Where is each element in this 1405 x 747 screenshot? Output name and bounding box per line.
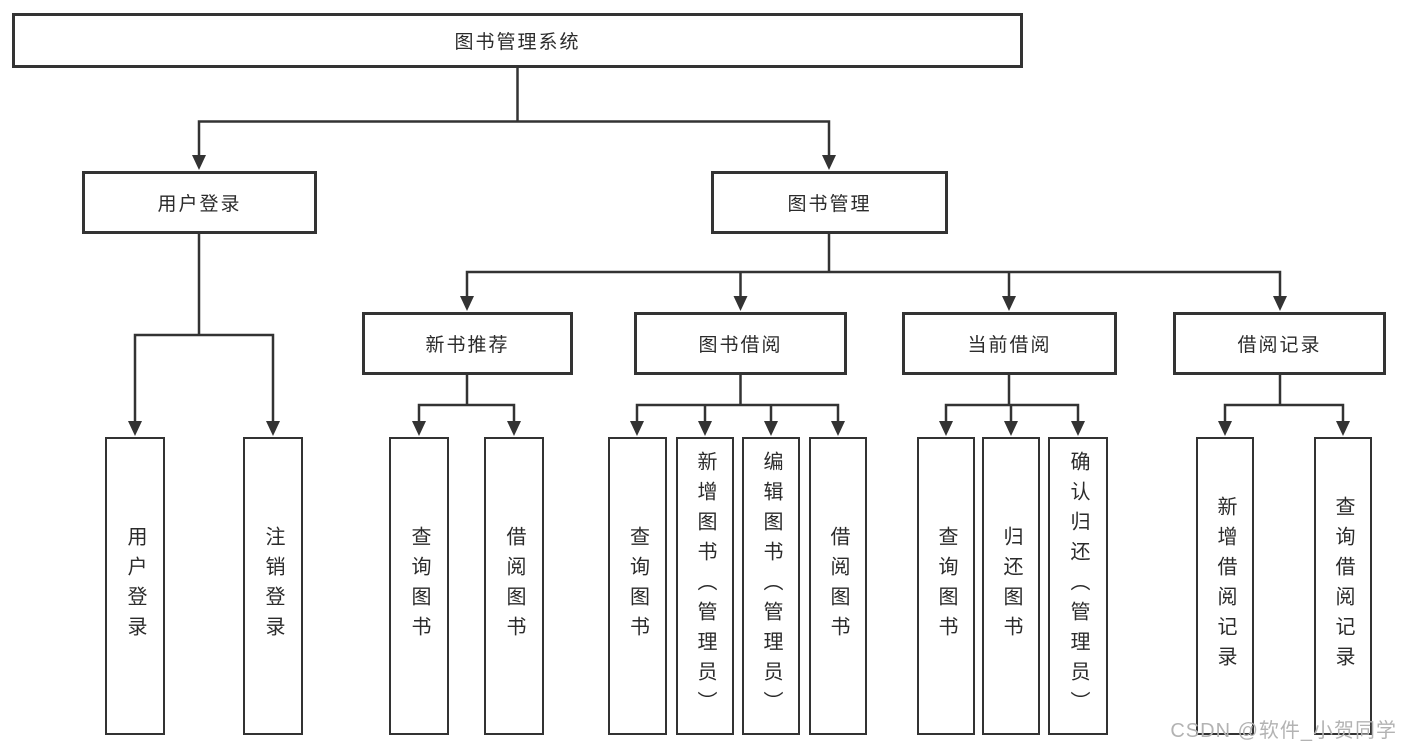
leaf-label: 查询图书	[626, 526, 649, 646]
leaf-return-books: 归还图书	[982, 437, 1040, 735]
leaf-label: 新增借阅记录	[1214, 496, 1236, 676]
leaf-label: 新增图书（管理员）	[694, 451, 716, 721]
leaf-recommend-borrow-books: 借阅图书	[484, 437, 544, 735]
leaf-edit-books-admin: 编辑图书（管理员）	[742, 437, 800, 735]
node-new-book-recommend: 新书推荐	[362, 312, 573, 375]
leaf-label: 查询图书	[408, 526, 430, 646]
leaf-label: 查询借阅记录	[1332, 496, 1354, 676]
leaf-user-login: 用户登录	[105, 437, 165, 735]
leaf-add-borrow-record: 新增借阅记录	[1196, 437, 1254, 735]
leaf-borrow-books: 借阅图书	[809, 437, 867, 735]
leaf-label: 确认归还（管理员）	[1067, 451, 1089, 721]
leaf-label: 借阅图书	[827, 526, 849, 646]
node-borrow-records: 借阅记录	[1173, 312, 1386, 375]
leaf-logout: 注销登录	[243, 437, 303, 735]
leaf-add-books-admin: 新增图书（管理员）	[676, 437, 734, 735]
node-current-borrow: 当前借阅	[902, 312, 1117, 375]
leaf-label: 编辑图书（管理员）	[760, 451, 782, 721]
node-book-borrow: 图书借阅	[634, 312, 847, 375]
leaf-label: 查询图书	[935, 526, 957, 646]
csdn-watermark: CSDN @软件_小贺同学	[1170, 720, 1397, 742]
leaf-label: 借阅图书	[503, 526, 525, 646]
leaf-recommend-query-books: 查询图书	[389, 437, 449, 735]
leaf-query-borrow-record: 查询借阅记录	[1314, 437, 1372, 735]
leaf-current-query-books: 查询图书	[917, 437, 975, 735]
node-user-login: 用户登录	[82, 171, 317, 234]
leaf-label: 注销登录	[262, 526, 284, 646]
node-root-library-management-system: 图书管理系统	[12, 13, 1023, 68]
leaf-label: 归还图书	[1000, 526, 1022, 646]
leaf-confirm-return-admin: 确认归还（管理员）	[1048, 437, 1108, 735]
node-book-management: 图书管理	[711, 171, 948, 234]
leaf-label: 用户登录	[124, 526, 146, 646]
leaf-borrow-query-books: 查询图书	[608, 437, 667, 735]
